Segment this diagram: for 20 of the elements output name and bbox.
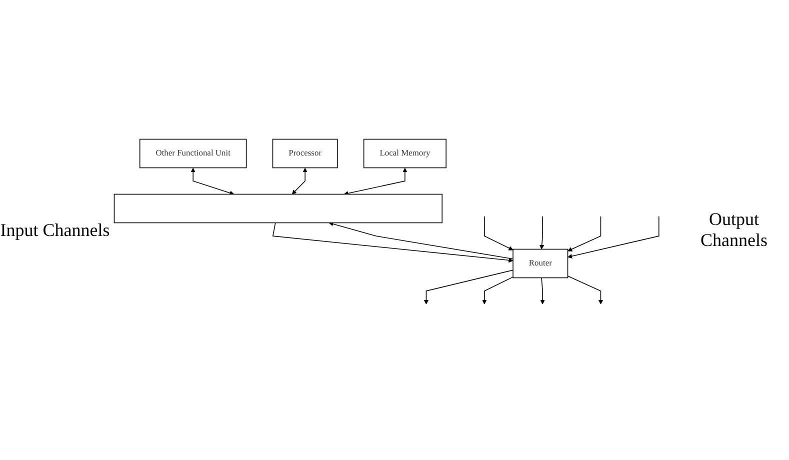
arrow xyxy=(424,270,514,305)
arrow xyxy=(482,276,514,305)
arrow xyxy=(568,216,602,252)
node-box: Router xyxy=(512,249,568,279)
arrow xyxy=(484,216,514,251)
channel-label: Input Channels xyxy=(0,220,110,240)
node-bar xyxy=(114,194,442,224)
arrow xyxy=(567,276,604,305)
arrow xyxy=(292,168,308,195)
arrow xyxy=(328,222,514,260)
node-box: Local Memory xyxy=(363,139,446,169)
arrow xyxy=(190,168,234,196)
channel-label: Output Channels xyxy=(700,209,768,251)
node-box: Processor xyxy=(272,139,338,169)
arrow xyxy=(540,216,544,250)
node-box: Other Functional Unit xyxy=(139,139,247,169)
arrow xyxy=(540,278,545,305)
arrow xyxy=(272,222,514,263)
arrow xyxy=(568,216,660,259)
arrow xyxy=(344,168,408,196)
